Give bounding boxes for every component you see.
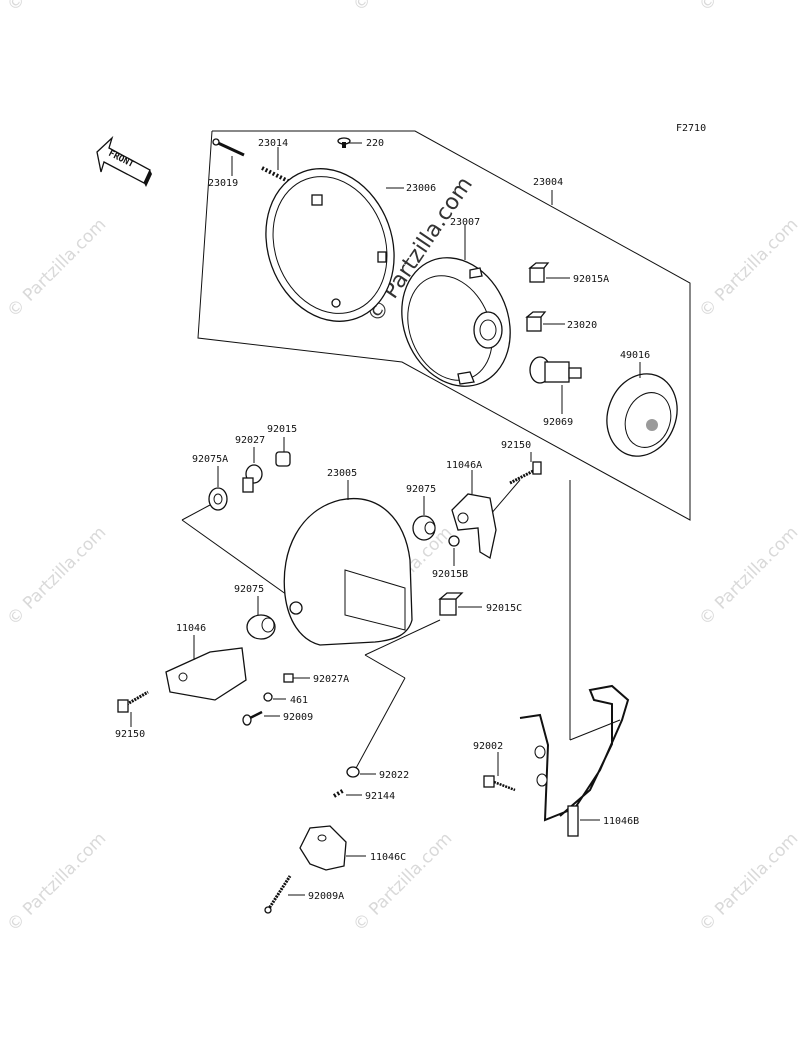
watermark-layer: © Partzilla.com © Partzilla.com © Partzi… <box>3 0 800 936</box>
watermark: © Partzilla.com <box>349 829 456 936</box>
grommet-92075A-icon <box>208 487 228 511</box>
clamp-11046C-icon <box>299 825 347 871</box>
bulb-92069-icon <box>529 356 582 384</box>
spring-92144-icon <box>332 788 346 798</box>
headlight-rim-23006-icon <box>265 168 395 322</box>
watermark: © Partzilla.com <box>3 829 110 936</box>
bolt-92009A-icon <box>264 875 292 914</box>
figure-code: F2710 <box>676 123 706 134</box>
collar-92027A-icon <box>283 673 294 683</box>
watermark: © Partzilla.com <box>3 215 110 322</box>
part-label-220: 220 <box>366 138 384 149</box>
watermark: © Partzilla.com <box>695 215 800 322</box>
watermark: © Partzilla.com <box>695 523 800 630</box>
nut-461-icon <box>263 692 273 702</box>
part-labels: 23019 23014 220 23006 23004 23007 92015A… <box>115 138 650 902</box>
nut-92015A-icon <box>528 262 550 283</box>
part-label-92015: 92015 <box>267 424 297 435</box>
part-label-23007: 23007 <box>450 217 480 228</box>
bracket-11046A-icon <box>451 493 497 560</box>
part-label-92015A: 92015A <box>573 274 609 285</box>
bolt-92150-icon <box>509 461 542 485</box>
part-label-23004: 23004 <box>533 177 563 188</box>
part-label-11046B: 11046B <box>603 816 639 827</box>
part-label-92075-left: 92075 <box>234 584 264 595</box>
part-label-92027A: 92027A <box>313 674 349 685</box>
nut-92015-icon <box>275 451 291 467</box>
front-arrow-icon: FRONT <box>96 135 152 187</box>
part-label-23020: 23020 <box>567 320 597 331</box>
bolt-92150-bottom-icon <box>117 690 149 713</box>
grommet-92075-right-icon <box>412 515 436 541</box>
watermark: © Partzilla.com <box>3 0 110 16</box>
part-label-92075A: 92075A <box>192 454 228 465</box>
part-label-23014: 23014 <box>258 138 288 149</box>
part-label-92150-bottom: 92150 <box>115 729 145 740</box>
watermark: © Partzilla.com <box>349 0 456 16</box>
part-label-92069: 92069 <box>543 417 573 428</box>
grommet-92075-icon <box>246 614 276 640</box>
boot-49016-icon <box>606 373 678 457</box>
collar-92027-icon <box>242 464 263 493</box>
part-label-23019: 23019 <box>208 178 238 189</box>
part-label-23005: 23005 <box>327 468 357 479</box>
nut-92015B-icon <box>448 535 460 547</box>
part-label-92144: 92144 <box>365 791 395 802</box>
part-label-92015C: 92015C <box>486 603 522 614</box>
headlight-lens-23007-icon <box>401 257 511 387</box>
part-label-11046: 11046 <box>176 623 206 634</box>
part-label-92015B: 92015B <box>432 569 468 580</box>
screw-220-icon <box>337 137 351 148</box>
part-label-23006: 23006 <box>406 183 436 194</box>
headlight-housing-23005-icon <box>283 498 413 646</box>
bracket-11046-icon <box>165 647 247 701</box>
part-label-92150: 92150 <box>501 440 531 451</box>
leader-lines <box>130 142 641 896</box>
washer-92022-icon <box>346 766 360 778</box>
bolt-92002-icon <box>483 775 516 792</box>
screw-92009-icon <box>242 710 263 726</box>
part-label-92009A: 92009A <box>308 891 344 902</box>
screw-23019-icon <box>212 138 245 157</box>
watermark: © Partzilla.com <box>3 523 110 630</box>
watermark: © Partzilla.com <box>695 829 800 936</box>
part-label-92009: 92009 <box>283 712 313 723</box>
part-label-92022: 92022 <box>379 770 409 781</box>
nut-92015C-icon <box>438 592 464 616</box>
part-label-461: 461 <box>290 695 308 706</box>
nut-23020-icon <box>525 311 547 332</box>
part-label-92027: 92027 <box>235 435 265 446</box>
part-label-92002: 92002 <box>473 741 503 752</box>
watermark: © Partzilla.com <box>695 0 800 16</box>
part-drawings <box>117 137 678 914</box>
spring-23014-icon <box>261 166 293 185</box>
part-label-11046C: 11046C <box>370 852 406 863</box>
part-label-49016: 49016 <box>620 350 650 361</box>
part-label-11046A: 11046A <box>446 460 482 471</box>
bracket-11046B-icon <box>519 684 630 837</box>
part-label-92075: 92075 <box>406 484 436 495</box>
